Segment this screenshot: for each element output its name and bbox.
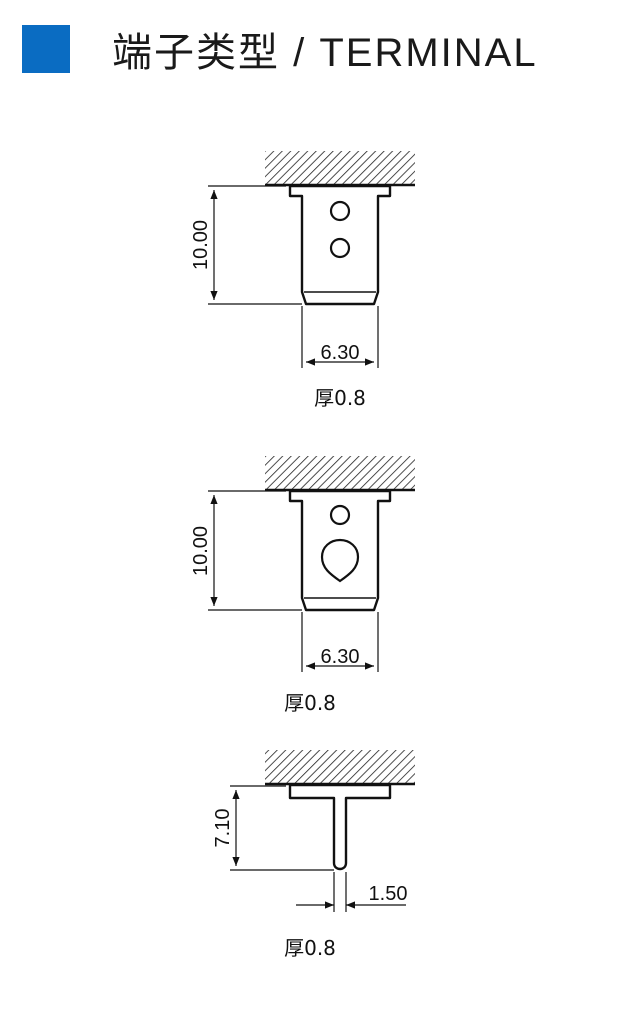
width-label: 6.30 bbox=[321, 342, 360, 364]
thickness-label: 厚0.8 bbox=[284, 936, 336, 960]
terminal-body bbox=[288, 489, 392, 612]
mount-hatch bbox=[265, 151, 415, 185]
page-header: 端子类型 / TERMINAL bbox=[22, 24, 538, 75]
mount-hatch bbox=[265, 750, 415, 784]
terminal-body bbox=[288, 184, 392, 306]
thickness-label: 厚0.8 bbox=[314, 386, 366, 410]
thickness-label: 厚0.8 bbox=[284, 691, 336, 715]
height-label: 10.00 bbox=[190, 220, 212, 270]
hole-upper bbox=[329, 504, 351, 526]
width-label: 6.30 bbox=[321, 646, 360, 668]
terminal-body bbox=[288, 783, 392, 871]
terminal-2: 10.00 6.30 厚0.8 bbox=[190, 456, 415, 715]
height-label: 7.10 bbox=[212, 809, 234, 848]
width-label: 1.50 bbox=[369, 883, 408, 905]
hole-lower bbox=[329, 237, 351, 259]
mount-hatch bbox=[265, 456, 415, 490]
teardrop-hole bbox=[320, 538, 360, 583]
hole-upper bbox=[329, 200, 351, 222]
blue-square-icon bbox=[22, 25, 70, 73]
terminal-1: 10.00 6.30 厚0.8 bbox=[190, 151, 415, 410]
terminal-3: 7.10 1.50 厚0.8 bbox=[212, 750, 415, 960]
page-title: 端子类型 / TERMINAL bbox=[112, 31, 538, 75]
height-label: 10.00 bbox=[190, 526, 212, 576]
